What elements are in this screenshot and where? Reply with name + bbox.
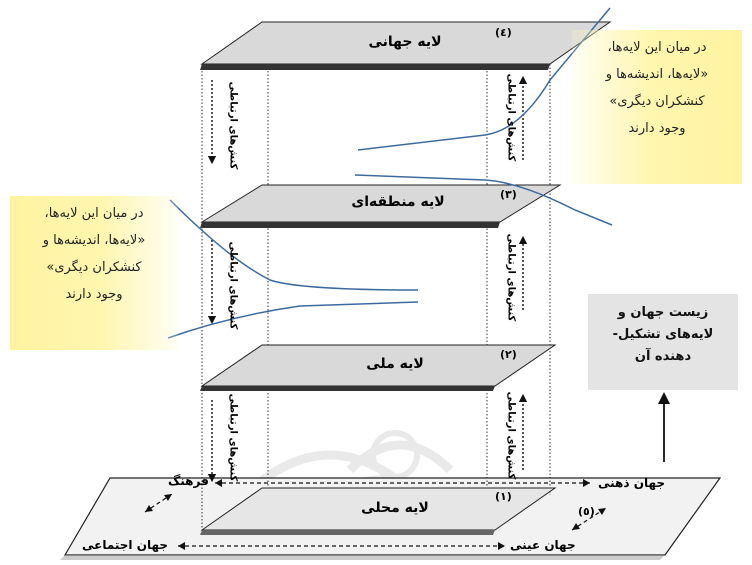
lifeworld-line-2: لایه‌های تشکیل- bbox=[612, 327, 714, 342]
layer-global-label: لایه جهانی bbox=[368, 34, 442, 50]
note-right-line-4: وجود دارند bbox=[628, 121, 686, 136]
culture-social-arrow bbox=[144, 493, 173, 513]
base-mental-world-label: جهان ذهنی bbox=[598, 476, 666, 490]
interaction-arrows bbox=[207, 75, 528, 483]
lifeworld-arrow bbox=[658, 392, 670, 462]
layer-regional-plane bbox=[200, 184, 562, 228]
curve-lower-2 bbox=[167, 301, 419, 339]
layer-national-plane bbox=[200, 344, 557, 391]
layer-global-plane bbox=[200, 21, 612, 70]
note-left: در میان این لایه‌ها، «لایه‌ها، اندیشه‌ها… bbox=[10, 196, 178, 350]
note-left-line-2: «لایه‌ها، اندیشه‌ها و bbox=[42, 233, 146, 248]
note-right-line-1: در میان این لایه‌ها، bbox=[607, 40, 707, 55]
lifeworld-line-1: زیست جهان و bbox=[617, 305, 709, 320]
layer-local-plane bbox=[200, 487, 557, 535]
base-culture-label: فرهنگ bbox=[168, 474, 209, 488]
curve-lower-1 bbox=[169, 199, 419, 291]
layer-local-number: (١) bbox=[495, 490, 512, 503]
base-number: (٥) bbox=[578, 505, 595, 518]
note-right-line-3: کنشکران دیگری» bbox=[609, 94, 705, 109]
note-left-line-4: وجود دارند bbox=[65, 287, 123, 302]
base-arrows bbox=[144, 479, 607, 550]
curve-upper-1 bbox=[357, 7, 611, 151]
layer-national-number: (٢) bbox=[500, 348, 517, 361]
lifeworld-line-3: دهنده آن bbox=[634, 349, 692, 364]
curve-upper-2 bbox=[354, 174, 613, 226]
interactions-label-right-1: کنش‌های ارتباطی bbox=[505, 73, 517, 162]
note-left-line-1: در میان این لایه‌ها، bbox=[44, 206, 144, 221]
layer-global-number: (٤) bbox=[495, 26, 512, 39]
interactions-label-right-3: کنش‌های ارتباطی bbox=[505, 391, 517, 480]
interactions-label-left-2: کنش‌های ارتباطی bbox=[227, 241, 239, 330]
layer-regional-number: (٣) bbox=[500, 188, 517, 201]
interactions-label-left-1: کنش‌های ارتباطی bbox=[227, 81, 239, 170]
connector-curves bbox=[167, 7, 613, 339]
vertical-guides bbox=[201, 64, 551, 530]
layer-national-label: لایه ملی bbox=[366, 356, 424, 372]
base-objective-world-label: جهان عینی bbox=[510, 538, 576, 552]
note-right-line-2: «لایه‌ها، اندیشه‌ها و bbox=[605, 67, 709, 82]
interactions-label-right-2: کنش‌های ارتباطی bbox=[505, 233, 517, 322]
layer-regional-label: لایه منطقه‌ای bbox=[351, 194, 445, 210]
note-left-line-3: کنشکران دیگری» bbox=[46, 260, 142, 275]
note-right: در میان این لایه‌ها، «لایه‌ها، اندیشه‌ها… bbox=[572, 30, 742, 184]
layer-local-label: لایه محلی bbox=[361, 500, 429, 516]
lifeworld-box: زیست جهان و لایه‌های تشکیل- دهنده آن bbox=[588, 294, 738, 390]
interactions-label-left-3: کنش‌های ارتباطی bbox=[227, 393, 239, 482]
base-social-world-label: جهان اجتماعی bbox=[82, 538, 169, 552]
